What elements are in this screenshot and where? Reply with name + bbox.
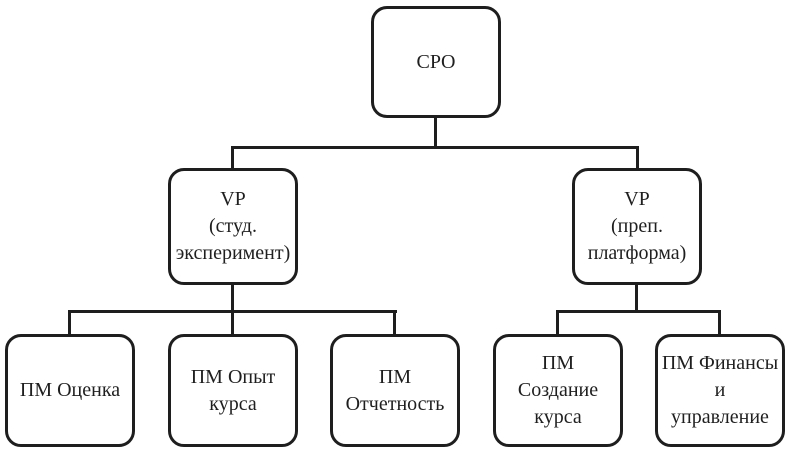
- node-pm-assessment: ПМ Оценка: [5, 334, 135, 447]
- connector-vp-platform-drop: [636, 146, 639, 171]
- node-pm-reporting: ПМ Отчетность: [330, 334, 460, 447]
- node-cpo: CPO: [371, 6, 501, 118]
- connector-pm-course-creation-drop: [556, 310, 559, 336]
- connector-cpo-drop: [434, 116, 437, 149]
- connector-pm-finance-drop: [718, 310, 721, 336]
- connector-vp-student-down: [231, 283, 234, 313]
- node-pm-finance-management: ПМ Финансы и управление: [655, 334, 785, 447]
- connector-vp-student-drop: [231, 146, 234, 171]
- connector-pm-reporting-drop: [393, 310, 396, 336]
- node-pm-course-experience: ПМ Опыт курса: [168, 334, 298, 447]
- connector-vp-platform-down: [635, 283, 638, 313]
- connector-level1-horizontal: [231, 146, 639, 149]
- node-vp-student-experiment: VP (студ. эксперимент): [168, 168, 298, 285]
- connector-pm-assessment-drop: [68, 310, 71, 336]
- connector-level2-right-horizontal: [556, 310, 721, 313]
- connector-pm-course-experience-drop: [231, 310, 234, 336]
- node-vp-teacher-platform: VP (преп. платформа): [572, 168, 702, 285]
- node-pm-course-creation: ПМ Создание курса: [493, 334, 623, 447]
